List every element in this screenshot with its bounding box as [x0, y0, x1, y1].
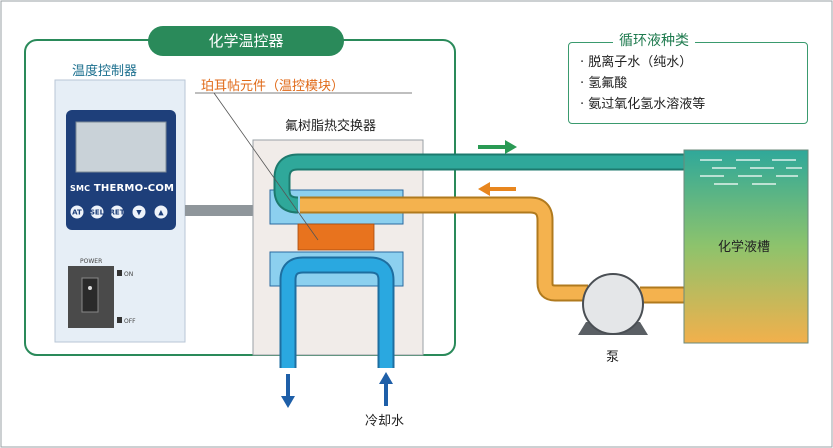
legend-item: · 氨过氧化氢水溶液等 — [580, 97, 706, 112]
off-indicator — [117, 317, 122, 323]
drain-arrow-down — [281, 374, 295, 408]
chemical-tank — [683, 149, 809, 344]
off-label: OFF — [124, 318, 136, 325]
controller-buttons: AT SEL RET ▼ ▲ — [69, 204, 169, 220]
page-title: 化学温控器 — [148, 26, 344, 56]
controller-screen — [75, 121, 167, 173]
legend-item: · 脱离子水（纯水） — [580, 55, 693, 70]
down-button-label: ▼ — [136, 209, 142, 217]
peltier-element — [297, 223, 375, 251]
heat-exchanger-label: 氟树脂热交换器 — [285, 119, 377, 134]
peltier-leader-diagonal — [213, 92, 319, 241]
tank-label: 化学液槽 — [718, 240, 771, 255]
cooling-arrow-up — [379, 372, 393, 406]
power-switch-dot — [88, 286, 92, 290]
controller-label: 温度控制器 — [72, 64, 138, 79]
pump-label: 泵 — [606, 350, 620, 365]
sel-button[interactable] — [89, 204, 105, 220]
ret-button-label: RET — [110, 209, 125, 217]
flow-arrow-to-tank — [478, 140, 517, 154]
tank-surface-lines — [700, 159, 802, 185]
at-button[interactable] — [69, 204, 85, 220]
peltier-label: 珀耳帖元件（温控模块） — [201, 79, 345, 94]
controller-model: THERMO-COM — [93, 183, 175, 194]
legend-item: · 氢氟酸 — [580, 76, 628, 91]
fluid-legend-title: 循环液种类 — [613, 30, 695, 50]
power-switch[interactable] — [81, 277, 99, 313]
on-label: ON — [124, 271, 133, 278]
down-button[interactable] — [131, 204, 147, 220]
smc-logo: SMC — [70, 184, 91, 193]
controller-brand-strip: SMC THERMO-COM — [70, 183, 182, 197]
up-button[interactable] — [153, 204, 169, 220]
at-button-label: AT — [72, 209, 82, 217]
up-button-label: ▲ — [158, 209, 164, 217]
flow-arrow-from-pump — [478, 182, 516, 196]
on-indicator — [117, 270, 122, 276]
ret-button[interactable] — [109, 204, 125, 220]
power-label: POWER — [80, 258, 102, 265]
control-cable — [185, 205, 253, 216]
cooling-water-label: 冷却水 — [365, 414, 405, 429]
sel-button-label: SEL — [90, 209, 105, 217]
pump-body — [582, 273, 644, 335]
